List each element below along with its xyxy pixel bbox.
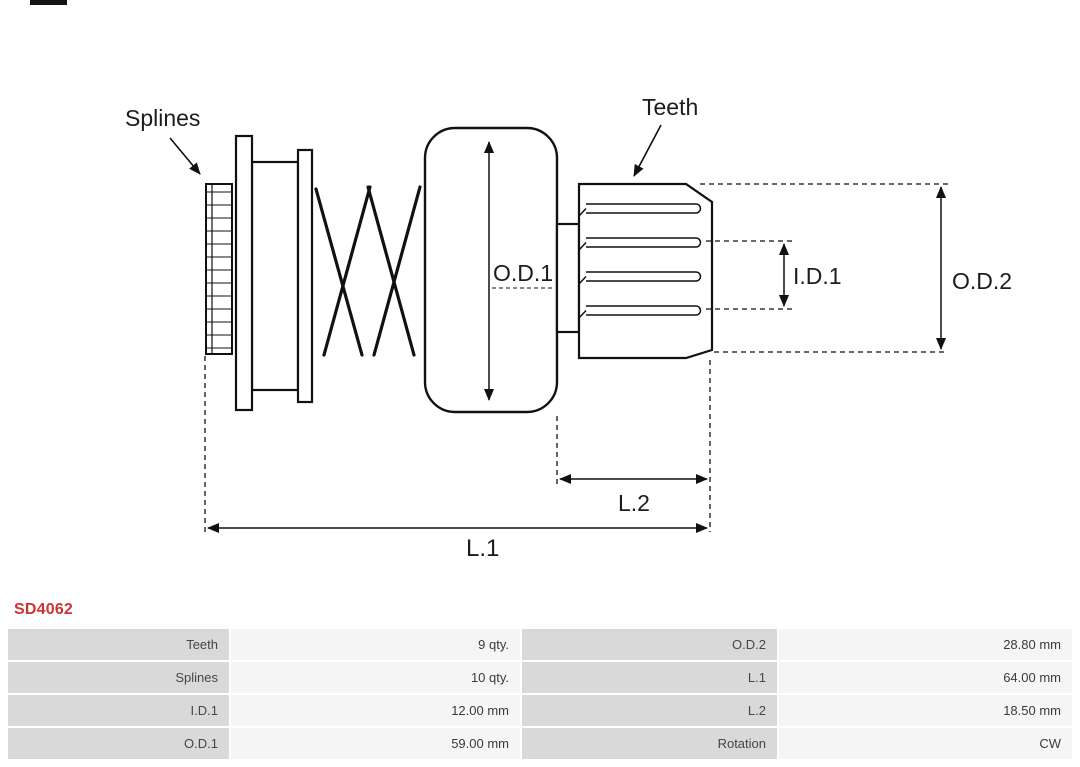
pinion-gear bbox=[577, 182, 714, 360]
product-code: SD4062 bbox=[14, 601, 74, 618]
spec-label-od2: O.D.2 bbox=[522, 629, 777, 660]
spring bbox=[314, 185, 422, 357]
flange-assembly bbox=[234, 134, 314, 412]
dim-id1: I.D.1 bbox=[706, 240, 842, 310]
splines-callout: Splines bbox=[125, 105, 201, 175]
starter-drive-diagram: O.D.1 O.D.2 I.D.1 L.2 bbox=[125, 94, 1012, 562]
spec-value-rotation: CW bbox=[779, 728, 1072, 759]
teeth-callout: Teeth bbox=[633, 94, 698, 177]
spec-value-od2: 28.80 mm bbox=[779, 629, 1072, 660]
spline-hub bbox=[205, 183, 233, 355]
l1-label: L.1 bbox=[466, 535, 499, 562]
logo-fragment-icon bbox=[30, 0, 67, 5]
spec-label-od1: O.D.1 bbox=[8, 728, 229, 759]
dim-od2: O.D.2 bbox=[700, 183, 1012, 353]
spec-value-id1: 12.00 mm bbox=[231, 695, 520, 726]
technical-drawing: O.D.1 O.D.2 I.D.1 L.2 bbox=[125, 94, 1012, 562]
spec-value-teeth: 9 qty. bbox=[231, 629, 520, 660]
od2-label: O.D.2 bbox=[952, 268, 1012, 294]
dim-l2: L.2 bbox=[556, 360, 711, 532]
spec-value-od1: 59.00 mm bbox=[231, 728, 520, 759]
spec-value-l2: 18.50 mm bbox=[779, 695, 1072, 726]
spec-label-teeth: Teeth bbox=[8, 629, 229, 660]
id1-label: I.D.1 bbox=[793, 263, 842, 289]
dim-l1: L.1 bbox=[204, 356, 708, 562]
spec-label-l1: L.1 bbox=[522, 662, 777, 693]
splines-label: Splines bbox=[125, 105, 200, 131]
dim-od1: O.D.1 bbox=[484, 141, 555, 401]
spec-table: Teeth 9 qty. O.D.2 28.80 mm Splines 10 q… bbox=[8, 629, 1072, 759]
spec-label-id1: I.D.1 bbox=[8, 695, 229, 726]
teeth-label: Teeth bbox=[642, 94, 698, 120]
spec-label-l2: L.2 bbox=[522, 695, 777, 726]
spec-label-splines: Splines bbox=[8, 662, 229, 693]
step-shaft bbox=[555, 222, 581, 334]
od1-label: O.D.1 bbox=[493, 260, 553, 286]
spec-label-rotation: Rotation bbox=[522, 728, 777, 759]
spec-value-splines: 10 qty. bbox=[231, 662, 520, 693]
spec-value-l1: 64.00 mm bbox=[779, 662, 1072, 693]
l2-label: L.2 bbox=[618, 490, 650, 516]
